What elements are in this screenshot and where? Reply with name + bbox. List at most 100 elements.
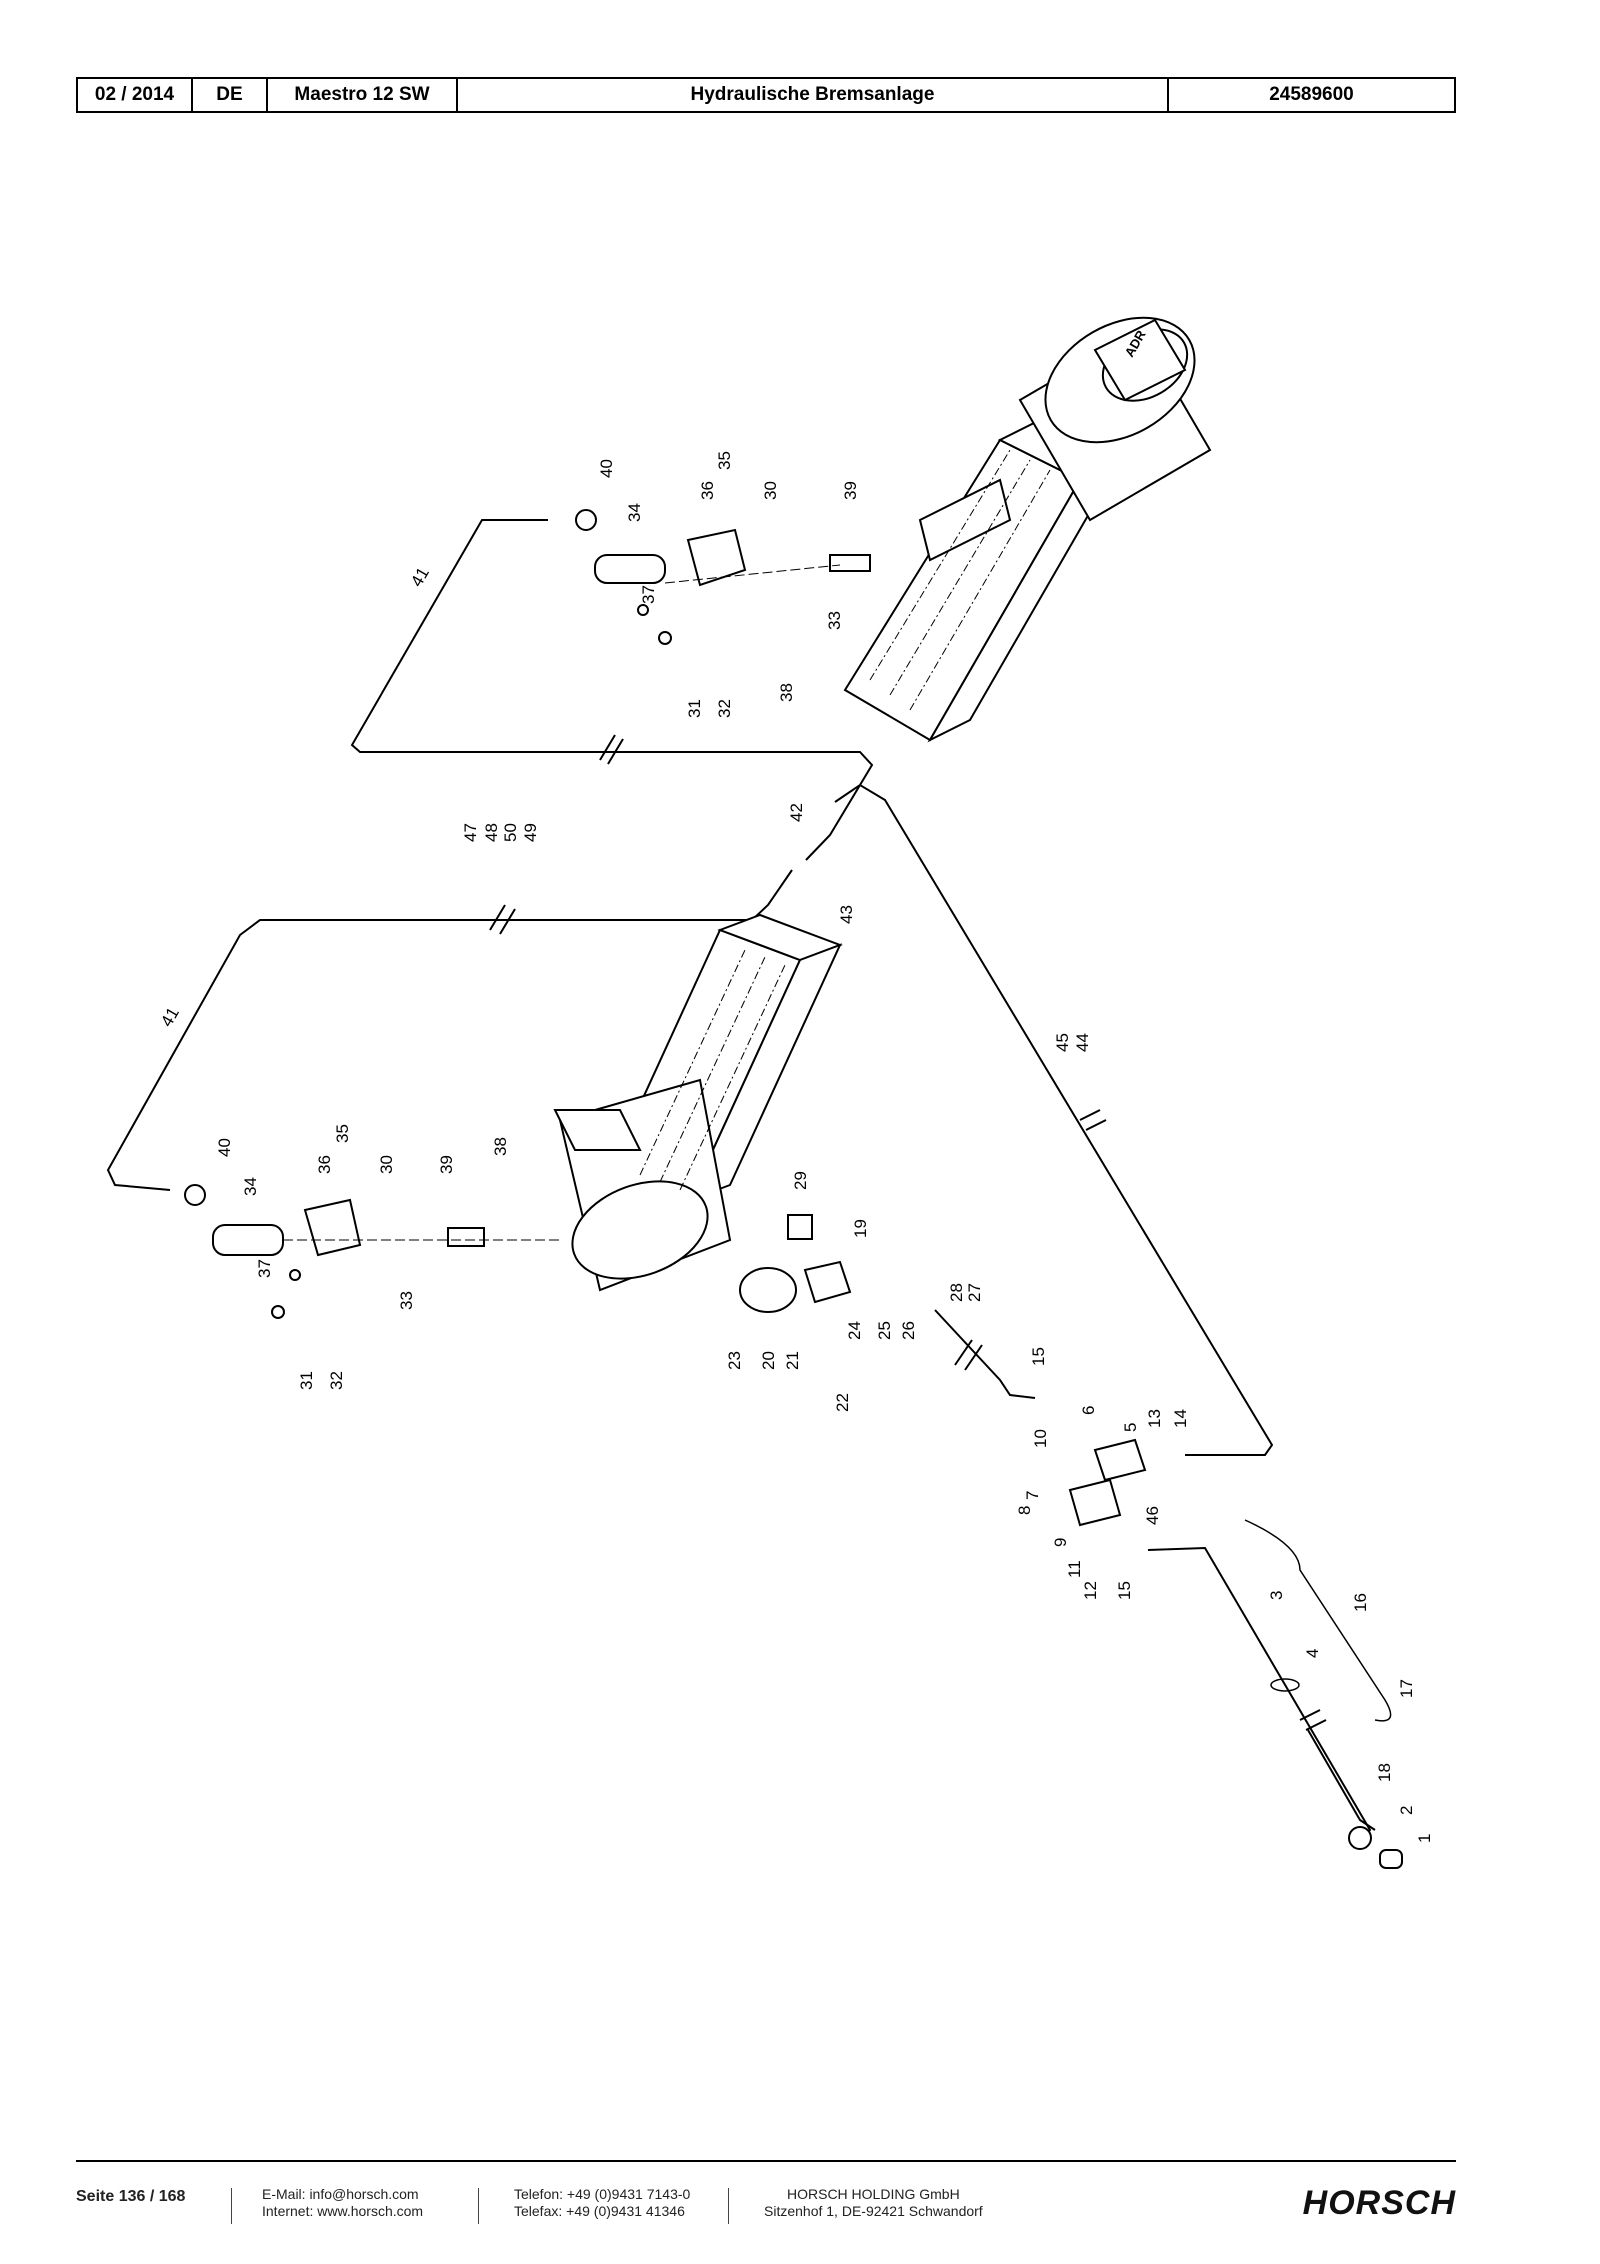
header-table: 02 / 2014 DE Maestro 12 SW Hydraulische … [76,77,1456,113]
callout-22: 22 [833,1393,852,1412]
callout-30: 30 [761,481,780,500]
callout-38b: 38 [491,1137,510,1156]
callout-15b: 15 [1115,1581,1134,1600]
callout-39b: 39 [437,1155,456,1174]
brake-line-lower [106,869,793,1191]
callout-12: 12 [1081,1581,1100,1600]
page-number: Seite 136 / 168 [76,2188,186,2205]
callout-4: 4 [1303,1649,1322,1658]
callout-2: 2 [1397,1806,1416,1815]
callout-18: 18 [1375,1763,1394,1782]
company-name: HORSCH HOLDING GmbH [787,2186,960,2202]
callout-32: 32 [715,699,734,718]
callout-11: 11 [1065,1560,1084,1578]
callout-33b: 33 [397,1291,416,1310]
callout-50: 50 [501,823,520,842]
callout-36: 36 [698,481,717,500]
callout-43: 43 [837,905,856,924]
callout-37: 37 [639,585,658,604]
callout-48: 48 [482,823,501,842]
callout-33: 33 [825,611,844,630]
company-block: HORSCH HOLDING GmbH Sitzenhof 1, DE-9242… [764,2186,983,2220]
footer-divider [76,2160,1456,2162]
callout-26: 26 [899,1321,918,1340]
brake-cylinder-lower [212,1224,284,1256]
callout-15a: 15 [1029,1347,1048,1366]
callout-14: 14 [1171,1409,1190,1428]
callout-6: 6 [1079,1406,1098,1415]
header-date: 02 / 2014 [78,79,193,111]
callout-34: 34 [625,503,644,522]
callout-37b: 37 [255,1259,274,1278]
valve-block [1068,1478,1122,1527]
phone-block: Telefon: +49 (0)9431 7143-0 Telefax: +49… [514,2186,690,2220]
footer-separator [231,2188,232,2224]
callout-42: 42 [787,803,806,822]
callout-41-lower: 41 [157,1004,183,1030]
contact-fax: Telefax: +49 (0)9431 41346 [514,2203,685,2219]
header-model: Maestro 12 SW [268,79,458,111]
callout-40: 40 [597,459,616,478]
callout-25: 25 [875,1321,894,1340]
tear-cable [1244,1519,1392,1722]
callout-27: 27 [965,1283,984,1302]
callout-34b: 34 [241,1177,260,1196]
brake-line-long [834,783,1274,1456]
callout-40b: 40 [215,1138,234,1157]
hose-line [1147,1546,1372,1836]
header-part-number: 24589600 [1269,84,1354,105]
callout-3: 3 [1267,1591,1286,1600]
contact-email: E-Mail: info@horsch.com [262,2186,419,2202]
callout-35b: 35 [333,1124,352,1143]
callout-31b: 31 [297,1371,316,1390]
callout-13: 13 [1145,1409,1164,1428]
callout-16: 16 [1351,1593,1370,1612]
callout-23: 23 [725,1351,744,1370]
callout-24: 24 [845,1321,864,1340]
callout-17: 17 [1397,1679,1416,1698]
hose-line-lower [1307,1729,1376,1831]
warning-sign [787,1214,813,1240]
callout-44: 44 [1073,1033,1092,1052]
callout-20: 20 [759,1351,778,1370]
callout-32b: 32 [327,1371,346,1390]
brake-line-upper [350,519,874,861]
callout-41-upper: 41 [407,564,433,590]
brake-cylinder-upper [594,554,666,584]
footer: Seite 136 / 168 E-Mail: info@horsch.com … [76,2184,1456,2226]
callout-47: 47 [461,823,480,842]
horsch-logo: HORSCH [1302,2184,1456,2222]
callouts-hose: 3 16 4 17 18 2 1 [1267,1591,1434,1843]
callout-30b: 30 [377,1155,396,1174]
callout-45: 45 [1053,1033,1072,1052]
wheel-hub-lower [571,1180,709,1280]
footer-separator [478,2188,479,2224]
callout-36b: 36 [315,1155,334,1174]
contact-phone: Telefon: +49 (0)9431 7143-0 [514,2186,691,2202]
brake-line-valve [934,1309,1036,1399]
header-language: DE [193,79,268,111]
callout-31: 31 [685,699,704,718]
callout-1: 1 [1415,1834,1434,1843]
callout-21: 21 [783,1351,802,1370]
header-title: Hydraulische Bremsanlage [458,79,1169,111]
footer-separator [728,2188,729,2224]
contact-internet: Internet: www.horsch.com [262,2203,424,2219]
callout-19: 19 [851,1219,870,1238]
callout-49: 49 [521,823,540,842]
callouts-lower: 40 34 36 35 30 39 38 37 33 31 32 29 19 2… [215,1033,1092,1412]
callout-5: 5 [1121,1423,1140,1432]
callout-7: 7 [1023,1491,1042,1500]
callout-29: 29 [791,1171,810,1190]
callout-39: 39 [841,481,860,500]
callout-9: 9 [1051,1538,1070,1547]
callout-8: 8 [1015,1506,1034,1515]
callout-38: 38 [777,683,796,702]
contact-block: E-Mail: info@horsch.com Internet: www.ho… [262,2186,423,2220]
callout-46: 46 [1143,1506,1162,1525]
callout-10: 10 [1031,1429,1050,1448]
company-address: Sitzenhof 1, DE-92421 Schwandorf [764,2203,983,2219]
accumulator [739,1267,797,1313]
callouts-upper: 40 34 36 35 30 39 37 33 31 32 38 41 [407,451,860,718]
